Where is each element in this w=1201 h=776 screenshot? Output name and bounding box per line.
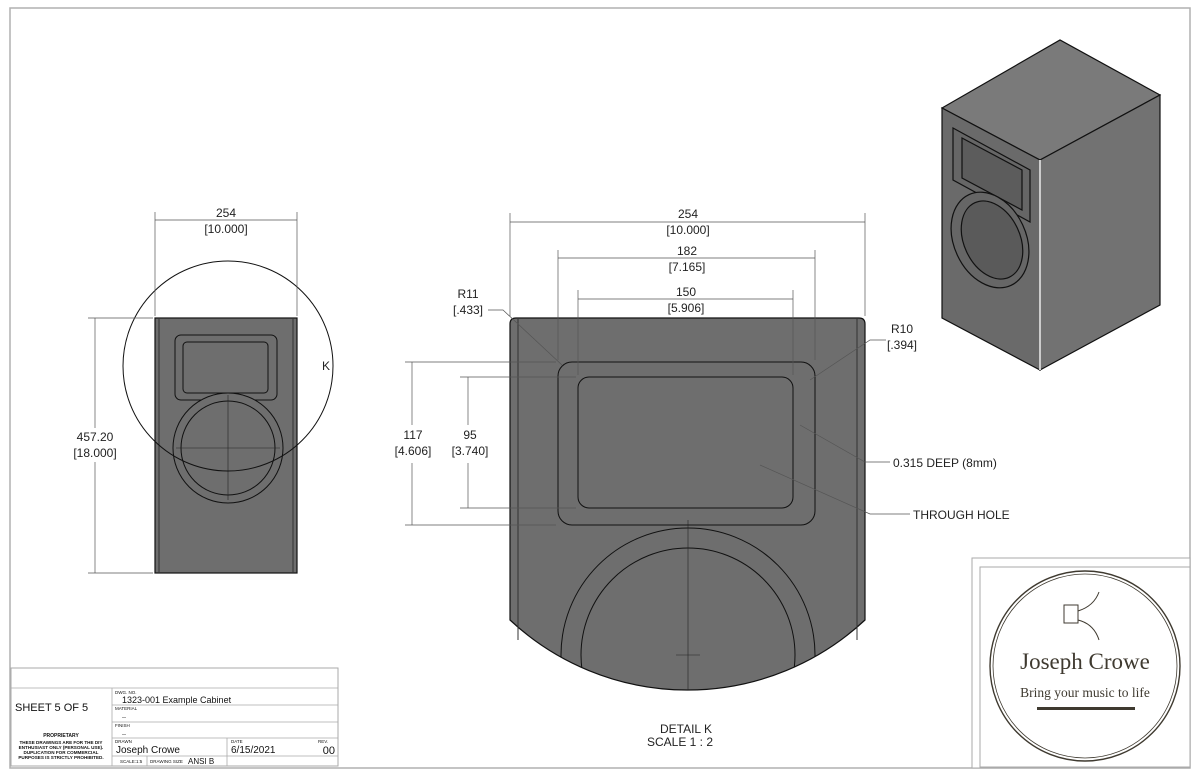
hole-width-dim: 150 <box>676 285 696 299</box>
logo-block: Joseph Crowe Bring your music to life <box>971 557 1191 769</box>
logo-tagline: Bring your music to life <box>1020 685 1150 700</box>
height-dim-in: [18.000] <box>73 446 116 460</box>
width-dim: 254 <box>216 206 236 220</box>
rev-value: 00 <box>323 745 335 757</box>
front-view: K 254 [10.000] 457.20 [18.000] <box>73 206 334 574</box>
detail-circle <box>122 260 334 472</box>
detail-view: 254 [10.000] 182 [7.165] 150 [5.906] R11… <box>395 207 1010 749</box>
proprietary-line: ENTHUSIAST ONLY (PERSONAL USE). <box>19 745 104 750</box>
width-dim-in: [10.000] <box>204 222 247 236</box>
drawn-by: Joseph Crowe <box>116 745 180 756</box>
finish-label: FINISH <box>115 723 130 728</box>
proprietary-heading: PROPRIETARY <box>43 733 79 739</box>
proprietary-line: PURPOSES IS STRICTLY PROHIBITED. <box>18 755 103 760</box>
hole-height-dim-in: [3.740] <box>452 444 489 458</box>
proprietary-line: DUPLICATION FOR COMMERCIAL <box>24 750 99 755</box>
date-value: 6/15/2021 <box>231 745 276 756</box>
through-hole-note: THROUGH HOLE <box>913 508 1010 522</box>
rev-label: REV. <box>318 739 328 744</box>
logo-name: Joseph Crowe <box>1020 649 1150 674</box>
title-block: SHEET 5 OF 5 PROPRIETARY THESE DRAWINGS … <box>10 667 339 767</box>
drawing-size-label: DRAWING SIZE <box>150 759 183 764</box>
isometric-view <box>940 39 1162 372</box>
drawn-label: DRAWN <box>115 739 132 744</box>
port-inner <box>182 341 269 394</box>
logo-underline <box>1037 707 1135 710</box>
logo-ring <box>992 573 1178 759</box>
outer-cut-height-dim: 117 <box>403 428 422 442</box>
speaker-icon <box>1063 591 1100 641</box>
radius-left-in: [.433] <box>453 303 483 317</box>
overall-width-dim: 254 <box>678 207 698 221</box>
hole-height-dim: 95 <box>463 428 477 442</box>
dwg-no-label: DWG. NO. <box>115 690 137 695</box>
material-value: -- <box>122 715 126 721</box>
port-through-hole <box>577 376 794 509</box>
date-label: DATE <box>231 739 243 744</box>
dwg-no: 1323-001 Example Cabinet <box>122 695 232 705</box>
proprietary-line: THESE DRAWINGS ARE FOR THE DIY <box>19 740 102 745</box>
sheet-border <box>9 7 1191 769</box>
depth-note: 0.315 DEEP (8mm) <box>893 456 997 470</box>
radius-left: R11 <box>457 287 478 301</box>
scale: SCALE:1:5 <box>120 759 143 764</box>
outer-cut-width-dim: 182 <box>677 244 697 258</box>
radius-right-in: [.394] <box>887 338 917 352</box>
finish-value: -- <box>122 732 126 738</box>
detail-label: K <box>322 359 330 373</box>
height-dim: 457.20 <box>77 430 114 444</box>
radius-right: R10 <box>891 322 913 336</box>
outer-cut-height-dim-in: [4.606] <box>395 444 432 458</box>
detail-title: DETAIL K <box>660 722 712 736</box>
hole-width-dim-in: [5.906] <box>668 301 705 315</box>
drawing-size: ANSI B <box>188 757 214 766</box>
sheet-number: SHEET 5 OF 5 <box>15 702 88 714</box>
material-label: MATERIAL <box>115 706 138 711</box>
overall-width-dim-in: [10.000] <box>666 223 709 237</box>
dimension-lines <box>405 213 910 526</box>
outer-cut-width-dim-in: [7.165] <box>669 260 706 274</box>
detail-scale: SCALE 1 : 2 <box>647 735 713 749</box>
logo-ring <box>989 570 1181 762</box>
